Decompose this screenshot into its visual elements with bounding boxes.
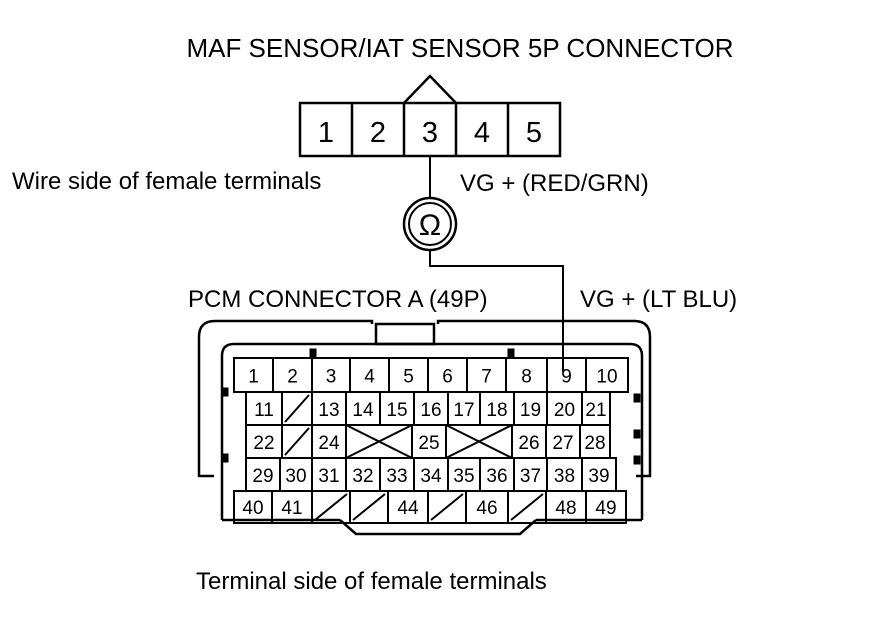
pcm-terminal-20: 20 (554, 400, 575, 421)
maf-signal-label: VG + (RED/GRN) (460, 170, 649, 197)
pcm-terminal-4: 4 (364, 366, 375, 387)
ohmmeter-icon: Ω (402, 196, 458, 252)
pcm-terminal-33: 33 (386, 466, 407, 487)
pcm-terminal-34: 34 (420, 466, 442, 487)
ohm-symbol: Ω (419, 209, 441, 242)
maf-pin-5: 5 (526, 117, 542, 149)
pcm-terminal-24: 24 (318, 433, 340, 454)
pcm-terminal-36: 36 (486, 466, 507, 487)
maf-connector-title: MAF SENSOR/IAT SENSOR 5P CONNECTOR (186, 33, 733, 63)
pcm-terminal-39: 39 (588, 466, 609, 487)
pcm-terminal-18: 18 (486, 400, 507, 421)
pcm-terminal-15: 15 (386, 400, 407, 421)
pcm-blank-slash (510, 493, 544, 521)
pcm-connector-housing (197, 319, 652, 536)
pcm-terminal-37: 37 (520, 466, 541, 487)
pcm-terminal-30: 30 (285, 466, 306, 487)
pcm-terminal-35: 35 (453, 466, 474, 487)
pcm-terminal-19: 19 (520, 400, 541, 421)
maf-pin-1: 1 (318, 117, 334, 149)
pcm-terminal-32: 32 (352, 466, 373, 487)
pcm-terminal-31: 31 (318, 466, 339, 487)
maf-pin-3: 3 (422, 117, 438, 149)
pcm-terminal-7: 7 (481, 366, 492, 387)
pcm-terminal-38: 38 (554, 466, 575, 487)
maf-pin-4: 4 (474, 117, 490, 149)
maf-side-label: Wire side of female terminals (12, 168, 321, 195)
pcm-terminal-13: 13 (318, 400, 339, 421)
pcm-terminal-28: 28 (584, 433, 605, 454)
pcm-terminal-8: 8 (521, 366, 532, 387)
pcm-blank-cross (445, 424, 513, 459)
pcm-side-label: Terminal side of female terminals (196, 568, 547, 595)
pcm-terminal-21: 21 (585, 400, 606, 421)
pcm-cell (585, 490, 627, 524)
maf-pin-2: 2 (370, 117, 386, 149)
pcm-terminal-41: 41 (281, 498, 302, 519)
pcm-blank-slash (352, 493, 386, 521)
pcm-terminal-5: 5 (403, 366, 414, 387)
pcm-terminal-46: 46 (476, 498, 497, 519)
lead-wire-pcm (429, 250, 564, 372)
pcm-terminal-29: 29 (252, 466, 273, 487)
pcm-blank-slash (284, 394, 310, 423)
pcm-terminal-25: 25 (418, 433, 439, 454)
pcm-terminal-11: 11 (254, 400, 274, 421)
pcm-terminal-1: 1 (248, 366, 259, 387)
pcm-terminal-10: 10 (596, 366, 617, 387)
pcm-terminal-49: 49 (595, 498, 616, 519)
maf-connector-lock-tab (403, 74, 457, 104)
pcm-blank-slash (284, 427, 310, 456)
pcm-terminal-44: 44 (397, 498, 419, 519)
pcm-terminal-26: 26 (518, 433, 539, 454)
pcm-terminal-3: 3 (326, 366, 337, 387)
pcm-blank-cross (345, 424, 413, 459)
pcm-connector-title: PCM CONNECTOR A (49P) (188, 286, 488, 313)
pcm-signal-label: VG + (LT BLU) (580, 286, 737, 313)
pcm-terminal-16: 16 (420, 400, 441, 421)
pcm-terminal-14: 14 (352, 400, 374, 421)
pcm-blank-slash (314, 493, 348, 521)
pcm-terminal-48: 48 (555, 498, 576, 519)
pcm-terminal-17: 17 (453, 400, 474, 421)
pcm-terminal-22: 22 (253, 433, 274, 454)
pcm-terminal-6: 6 (442, 366, 453, 387)
pcm-terminal-40: 40 (242, 498, 263, 519)
pcm-blank-slash (430, 493, 464, 521)
pcm-terminal-2: 2 (287, 366, 298, 387)
pcm-terminal-9: 9 (561, 366, 572, 387)
pcm-terminal-27: 27 (552, 433, 573, 454)
